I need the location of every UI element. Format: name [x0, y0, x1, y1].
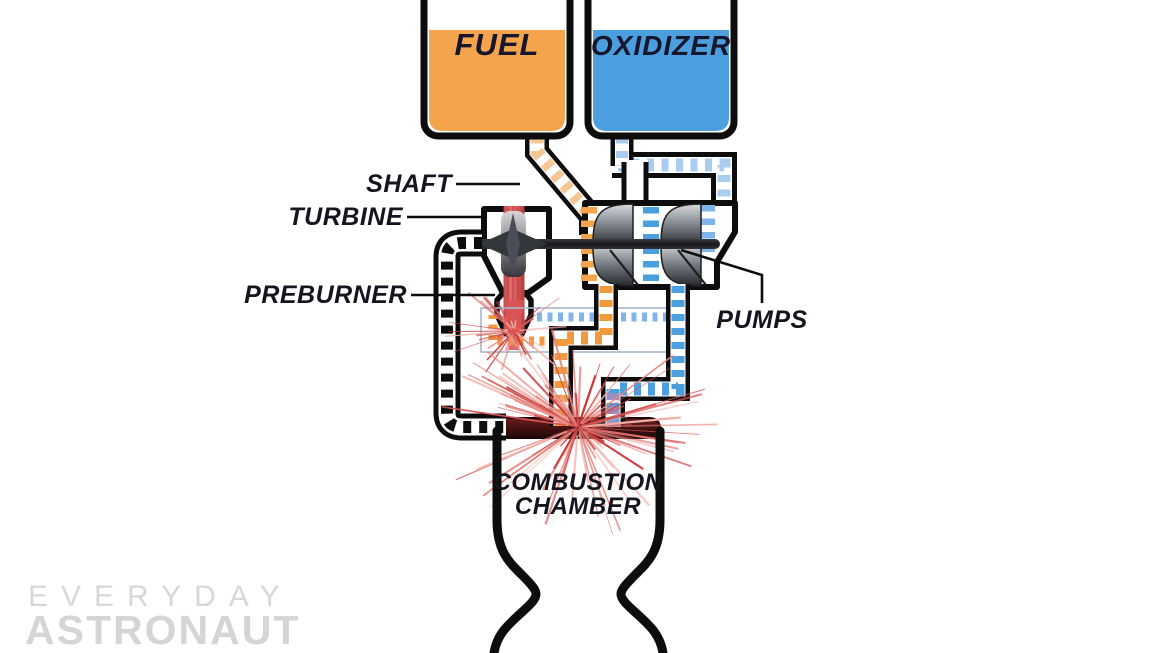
fuel-tank: FUEL — [420, 0, 574, 140]
pumps-leader-line — [680, 248, 764, 303]
fuel-tank-label: FUEL — [455, 27, 540, 62]
turbine-callout: TURBINE — [288, 203, 481, 231]
fuel-pump-impeller — [592, 203, 639, 287]
fuel-tank-liquid — [429, 30, 565, 131]
preburner-callout: PREBURNER — [244, 281, 495, 309]
fuel-discharge-pipe — [549, 284, 618, 426]
preburner-label: PREBURNER — [244, 281, 407, 309]
pumps-label: PUMPS — [716, 306, 807, 334]
oxidizer-tank: OXIDIZER — [584, 0, 738, 140]
turbine-rotor — [479, 211, 547, 277]
pipe-junction-stem — [621, 160, 649, 204]
oxidizer-discharge-pipe — [601, 284, 690, 427]
watermark-line2: ASTRONAUT — [25, 607, 300, 653]
combustion-label-line1: COMBUSTION — [494, 469, 663, 496]
oxidizer-pump-impeller — [660, 203, 707, 287]
everyday-astronaut-watermark: EVERYDAY ASTRONAUT — [25, 580, 300, 653]
turbine-label: TURBINE — [288, 203, 403, 231]
shaft-label: SHAFT — [366, 170, 454, 198]
turbine-exhaust-duct — [433, 229, 506, 441]
fuel-discharge-dashes — [554, 286, 613, 426]
injector-starburst — [441, 329, 718, 535]
oxidizer-flow-dashes — [618, 158, 731, 207]
watermark-line1: EVERYDAY — [28, 580, 293, 613]
shaft-callout: SHAFT — [366, 170, 520, 198]
combustion-label-line2: CHAMBER — [515, 493, 641, 520]
pumps-callout: PUMPS — [680, 248, 807, 334]
combustion-chamber-walls — [489, 426, 668, 653]
combustion-chamber-label: COMBUSTION CHAMBER — [494, 469, 663, 520]
oxidizer-tank-liquid — [593, 30, 729, 131]
oxidizer-tank-label: OXIDIZER — [591, 30, 731, 61]
